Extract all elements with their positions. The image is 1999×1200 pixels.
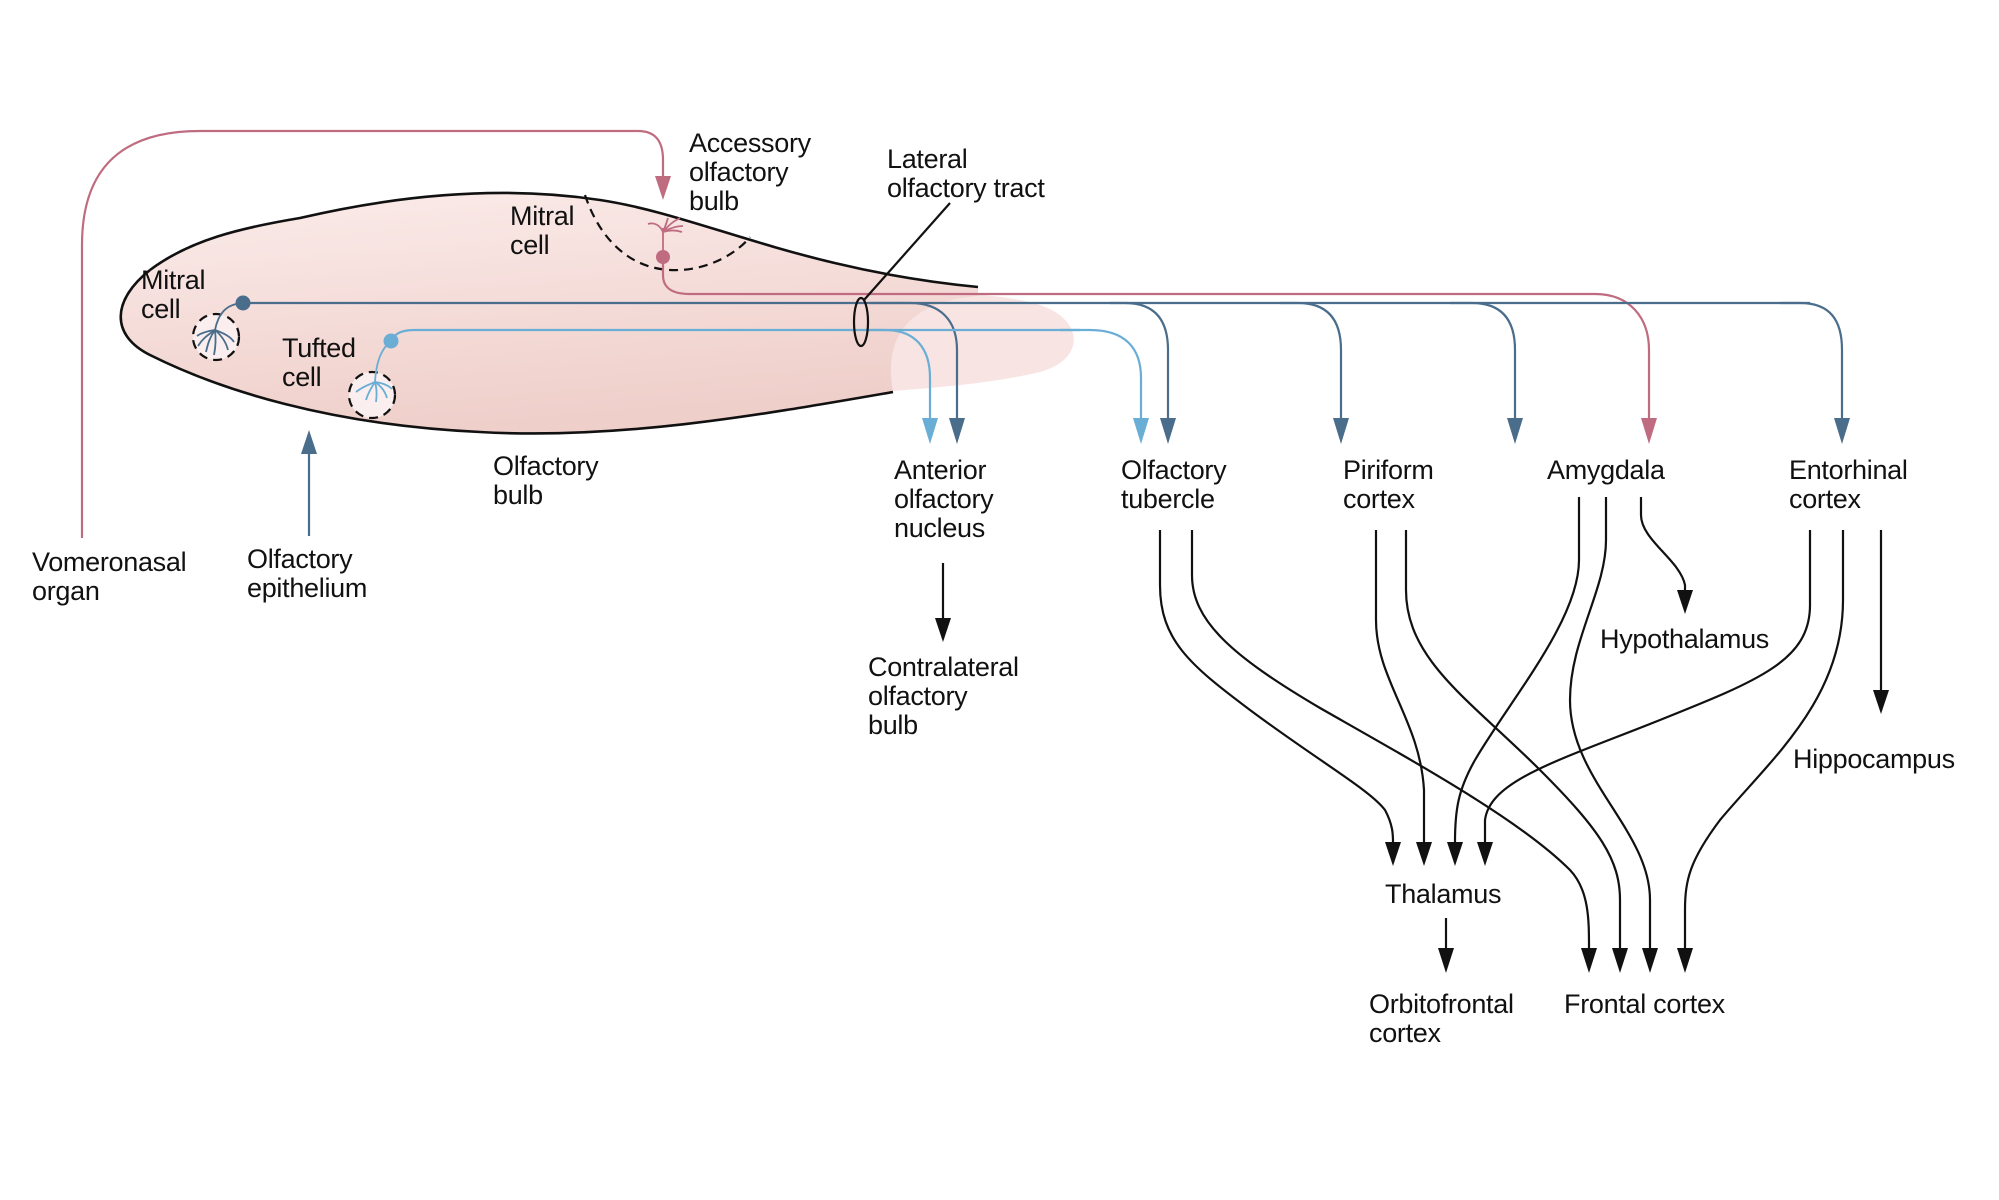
arrowhead-aon-dark [949, 418, 965, 444]
arrowhead-hippocampus [1873, 690, 1889, 714]
tufted-dendrites [355, 341, 393, 403]
mitral-pathway [196, 295, 1850, 536]
label-entorhinal-cortex: Entorhinal cortex [1789, 455, 1915, 514]
label-anterior-olfactory-nucleus: Anterior olfactory nucleus [894, 455, 1001, 543]
arrowhead-aon-light [922, 418, 938, 444]
lateral-tract-pointer [863, 202, 951, 301]
labels: Accessory olfactory bulb Lateral olfacto… [32, 128, 1955, 1048]
tubercle-to-frontal-line [1190, 530, 1591, 949]
lateral-tract-ellipse [852, 296, 870, 348]
tubercle-to-thalamus-line [1158, 530, 1395, 843]
label-contralateral-bulb: Contralateral olfactory bulb [868, 652, 1026, 740]
amygdala-to-hypothalamus-line [1639, 497, 1687, 590]
arrowhead-amygdala-pink [1641, 418, 1657, 444]
arrowhead-tubercle-light [1133, 418, 1149, 444]
piriform-to-thalamus-line [1374, 530, 1426, 842]
mitral-to-aon-line [870, 301, 959, 418]
tufted-pathway [355, 328, 1149, 444]
label-thalamus: Thalamus [1385, 879, 1501, 909]
accessory-to-amygdala-line [661, 262, 1651, 418]
label-hypothalamus: Hypothalamus [1600, 624, 1769, 654]
label-lateral-tract: Lateral olfactory tract [887, 144, 1045, 203]
olfactory-bulb-shape [119, 191, 1074, 435]
arrowhead-frontal-2 [1612, 948, 1628, 973]
mitral-to-entorhinal-line [1780, 301, 1844, 418]
tufted-glomerulus [347, 370, 397, 420]
arrowhead-thalamus-1 [1385, 842, 1401, 866]
arrowhead-contralateral [935, 618, 951, 642]
entorhinal-to-frontal-line [1683, 530, 1845, 948]
piriform-to-frontal-line [1404, 530, 1622, 948]
amygdala-to-thalamus-line [1453, 497, 1581, 843]
arrowhead-hypothalamus [1677, 590, 1693, 614]
tufted-to-aon-line [866, 328, 932, 418]
tufted-axon-main [390, 328, 1080, 342]
arrowhead-frontal-4 [1677, 948, 1693, 973]
label-frontal-cortex: Frontal cortex [1564, 989, 1726, 1019]
label-mitral-cell-accessory: Mitral cell [510, 201, 581, 260]
arrowhead-thalamus-4 [1477, 842, 1493, 866]
label-olfactory-tubercle: Olfactory tubercle [1121, 455, 1234, 514]
mitral-to-amygdala-line [1450, 301, 1517, 418]
mitral-to-piriform-line [1280, 301, 1343, 418]
label-tufted-cell: Tufted cell [282, 333, 363, 392]
label-accessory-bulb: Accessory olfactory bulb [689, 128, 818, 216]
label-vomeronasal-organ: Vomeronasal organ [32, 547, 194, 606]
arrowhead-frontal-3 [1642, 948, 1658, 973]
bulb-outline-bottom [119, 268, 894, 435]
mitral-to-tubercle-line [1110, 301, 1170, 418]
arrowhead-piriform [1333, 418, 1349, 444]
arrowhead-frontal-1 [1581, 948, 1597, 973]
vomeronasal-to-accessory-line [80, 129, 665, 538]
bulb-outline-top [149, 191, 979, 289]
arrowhead-amygdala-dark [1507, 418, 1523, 444]
arrowhead-tubercle-dark [1160, 418, 1176, 444]
label-olfactory-epithelium: Olfactory epithelium [247, 544, 367, 603]
arrowhead-thalamus-3 [1447, 842, 1463, 866]
accessory-bulb-boundary [583, 194, 751, 272]
bulb-fill [120, 193, 979, 434]
label-olfactory-bulb: Olfactory bulb [493, 451, 606, 510]
entorhinal-to-thalamus-line [1483, 530, 1812, 842]
label-piriform-cortex: Piriform cortex [1343, 455, 1441, 514]
arrowhead-orbitofrontal [1438, 948, 1454, 973]
accessory-mitral-soma [656, 250, 670, 264]
amygdala-to-frontal-line [1568, 497, 1652, 948]
label-hippocampus: Hippocampus [1793, 744, 1955, 774]
arrowhead-thalamus-2 [1416, 842, 1432, 866]
secondary-connections [935, 497, 1889, 973]
arrowhead-accessory-bulb [655, 176, 671, 200]
label-mitral-cell-main: Mitral cell [141, 265, 212, 324]
arrowhead-olfactory-epithelium [301, 430, 317, 454]
label-amygdala: Amygdala [1547, 455, 1666, 485]
label-orbitofrontal-cortex: Orbitofrontal cortex [1369, 989, 1521, 1048]
arrowhead-entorhinal [1834, 418, 1850, 444]
accessory-pathway [80, 129, 1657, 538]
tufted-to-tubercle-line [1060, 328, 1143, 418]
